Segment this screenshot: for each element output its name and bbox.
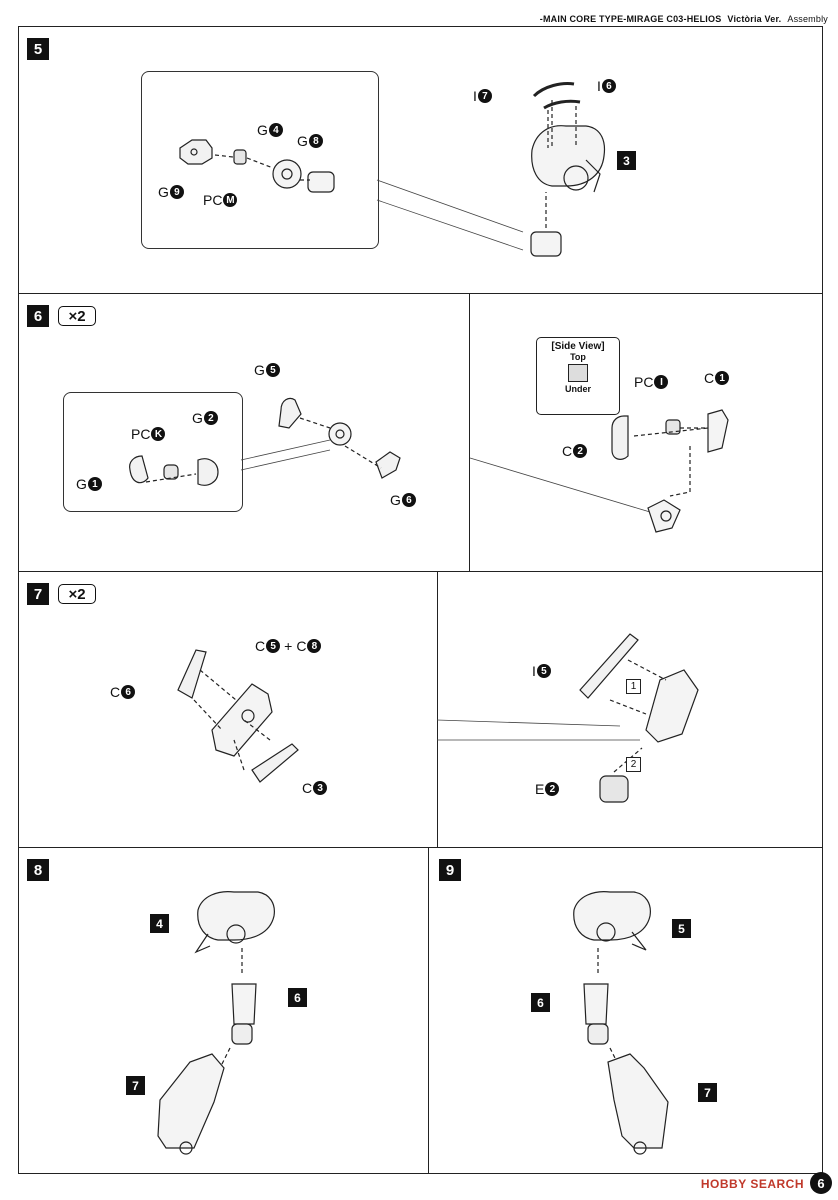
step-7-times-two: ×2 bbox=[58, 584, 96, 604]
step-6-badge: 6 bbox=[27, 305, 49, 327]
divider-6-7 bbox=[18, 571, 823, 572]
step-9-subassembly-6: 6 bbox=[531, 993, 550, 1012]
divider-8-9 bbox=[428, 847, 429, 1174]
side-view-under-label: Under bbox=[564, 384, 591, 394]
step-8-subassembly-6: 6 bbox=[288, 988, 307, 1007]
step-6-times-two: ×2 bbox=[58, 306, 96, 326]
step-5-badge: 5 bbox=[27, 38, 49, 60]
step-9-badge: 9 bbox=[439, 859, 461, 881]
step-9-subassembly-7: 7 bbox=[698, 1083, 717, 1102]
divider-7-8 bbox=[18, 847, 823, 848]
step-9-subassembly-5: 5 bbox=[672, 919, 691, 938]
page-header: -MAIN CORE TYPE-MIRAGE C03-HELIOS Victòr… bbox=[540, 14, 828, 24]
order-marker-1: 1 bbox=[626, 679, 641, 694]
divider-step7-right bbox=[437, 571, 438, 847]
side-view-title: [Side View] bbox=[551, 341, 605, 352]
subassembly-3: 3 bbox=[617, 151, 636, 170]
instruction-frame bbox=[18, 26, 823, 1174]
hobby-search-watermark: HOBBY SEARCH bbox=[700, 1177, 804, 1191]
header-section: Assembly bbox=[787, 14, 828, 24]
step-7-badge: 7 bbox=[27, 583, 49, 605]
divider-step6-right bbox=[469, 293, 470, 571]
step-8-subassembly-4: 4 bbox=[150, 914, 169, 933]
order-marker-2: 2 bbox=[626, 757, 641, 772]
step-8-subassembly-7: 7 bbox=[126, 1076, 145, 1095]
side-view-part-icon bbox=[568, 364, 588, 382]
side-view-top-label: Top bbox=[570, 352, 586, 362]
step-8-badge: 8 bbox=[27, 859, 49, 881]
header-version: Victòria Ver. bbox=[727, 14, 782, 24]
divider-5-6 bbox=[18, 293, 823, 294]
step-5-detail-inset bbox=[141, 71, 379, 249]
page-number: 6 bbox=[810, 1172, 832, 1194]
header-product-line: -MAIN CORE TYPE-MIRAGE C03-HELIOS bbox=[539, 14, 722, 24]
side-view-box: [Side View] Top Under bbox=[536, 337, 620, 415]
